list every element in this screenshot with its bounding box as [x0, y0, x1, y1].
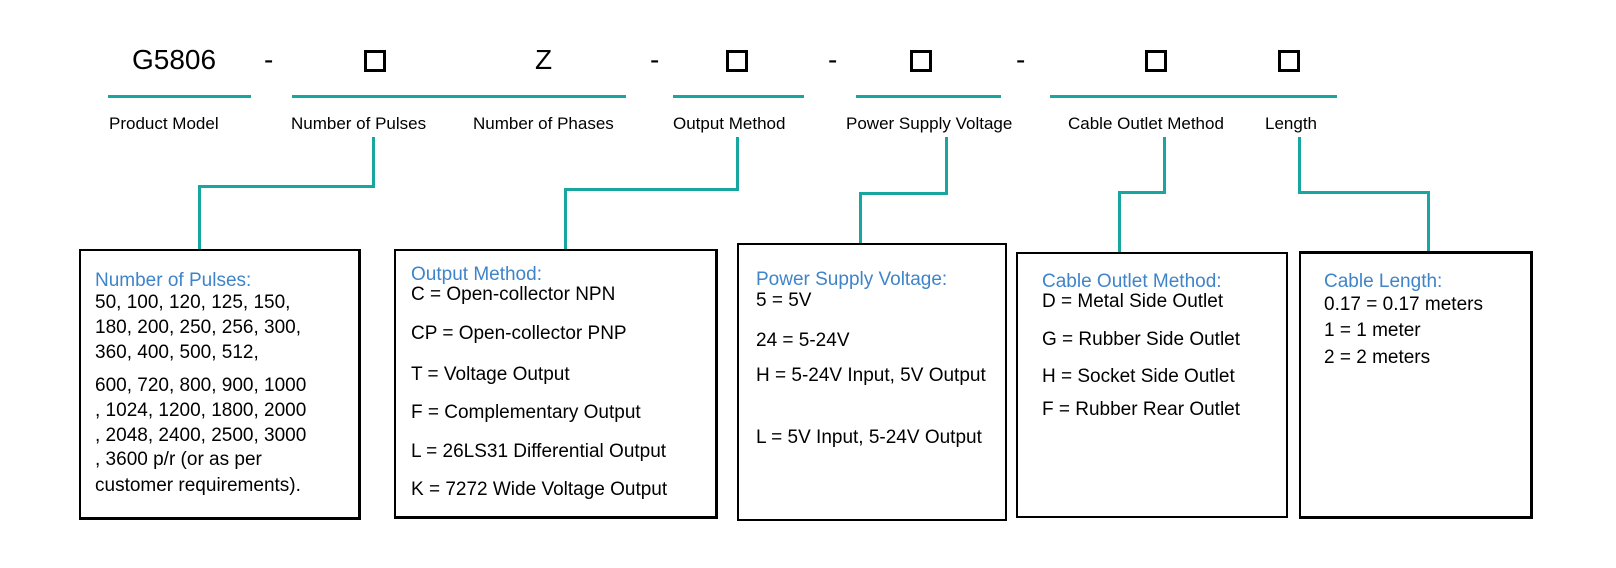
- voltage-option: 5 = 5V: [756, 290, 812, 311]
- output-placeholder-box: [726, 50, 748, 72]
- cable-placeholder-box: [1145, 50, 1167, 72]
- connector-length: [1298, 137, 1301, 194]
- label-length: Length: [1265, 114, 1317, 133]
- underline-cable-length: [1050, 95, 1337, 98]
- output-option: F = Complementary Output: [411, 402, 641, 423]
- pulses-box: Number of Pulses: 50, 100, 120, 125, 150…: [79, 249, 361, 520]
- cable-option: F = Rubber Rear Outlet: [1042, 399, 1241, 420]
- underline-product-model: [108, 95, 251, 98]
- cable-box: Cable Outlet Method: D = Metal Side Outl…: [1016, 252, 1288, 518]
- output-box: Output Method: C = Open-collector NPN CP…: [394, 249, 718, 519]
- voltage-box: Power Supply Voltage: 5 = 5V 24 = 5-24V …: [737, 243, 1007, 521]
- length-option: 1 = 1 meter: [1324, 320, 1421, 341]
- connector-length: [1298, 191, 1430, 194]
- connector-voltage: [859, 192, 948, 195]
- pulses-line: customer requirements).: [95, 475, 301, 496]
- separator-dash: -: [1016, 44, 1026, 75]
- connector-pulses: [372, 137, 375, 187]
- output-option: CP = Open-collector PNP: [411, 323, 627, 344]
- connector-pulses: [198, 185, 375, 188]
- output-option: L = 26LS31 Differential Output: [411, 441, 667, 462]
- output-option: K = 7272 Wide Voltage Output: [411, 479, 668, 500]
- connector-output: [564, 188, 739, 191]
- label-number-of-phases: Number of Phases: [473, 114, 614, 133]
- cable-option: G = Rubber Side Outlet: [1042, 329, 1241, 350]
- separator-dash: -: [650, 44, 660, 75]
- cable-option: D = Metal Side Outlet: [1042, 291, 1224, 312]
- output-option: T = Voltage Output: [411, 364, 570, 385]
- pulses-placeholder-box: [364, 50, 386, 72]
- label-output-method: Output Method: [673, 114, 786, 133]
- phase-code: Z: [535, 44, 553, 75]
- voltage-option: 24 = 5-24V: [756, 330, 850, 351]
- label-power-supply-voltage: Power Supply Voltage: [846, 114, 1013, 133]
- voltage-option: H = 5-24V Input, 5V Output: [756, 365, 986, 386]
- connector-pulses: [198, 185, 201, 250]
- cable-box-title: Cable Outlet Method:: [1042, 271, 1222, 292]
- separator-dash: -: [264, 44, 274, 75]
- connector-voltage: [945, 137, 948, 194]
- length-box: Cable Length: 0.17 = 0.17 meters 1 = 1 m…: [1299, 251, 1533, 519]
- pulses-line: 360, 400, 500, 512,: [95, 342, 259, 363]
- connector-cable: [1163, 137, 1166, 193]
- connector-length: [1427, 191, 1430, 252]
- pulses-line: , 1024, 1200, 1800, 2000: [95, 400, 307, 421]
- connector-cable: [1118, 191, 1121, 253]
- connector-output: [564, 188, 567, 250]
- voltage-box-title: Power Supply Voltage:: [756, 269, 948, 290]
- separator-dash: -: [828, 44, 838, 75]
- label-number-of-pulses: Number of Pulses: [291, 114, 427, 133]
- pulses-line: , 3600 p/r (or as per: [95, 449, 262, 470]
- voltage-placeholder-box: [910, 50, 932, 72]
- pulses-box-title: Number of Pulses:: [95, 270, 252, 291]
- underline-output: [673, 95, 804, 98]
- connector-cable: [1118, 191, 1166, 194]
- underline-voltage: [856, 95, 1001, 98]
- length-box-title: Cable Length:: [1324, 271, 1443, 292]
- product-model-code: G5806: [132, 44, 217, 75]
- output-option: C = Open-collector NPN: [411, 284, 616, 305]
- pulses-line: , 2048, 2400, 2500, 3000: [95, 425, 307, 446]
- connector-output: [736, 137, 739, 190]
- underline-pulses-phases: [292, 95, 626, 98]
- length-option: 0.17 = 0.17 meters: [1324, 294, 1483, 315]
- pulses-line: 600, 720, 800, 900, 1000: [95, 375, 307, 396]
- output-box-title: Output Method:: [411, 264, 542, 285]
- pulses-line: 50, 100, 120, 125, 150,: [95, 292, 291, 313]
- label-product-model: Product Model: [109, 114, 219, 133]
- pulses-line: 180, 200, 250, 256, 300,: [95, 317, 302, 338]
- label-cable-outlet-method: Cable Outlet Method: [1068, 114, 1224, 133]
- voltage-option: L = 5V Input, 5-24V Output: [756, 427, 982, 448]
- length-option: 2 = 2 meters: [1324, 347, 1431, 368]
- connector-voltage: [859, 192, 862, 244]
- cable-option: H = Socket Side Outlet: [1042, 366, 1235, 387]
- length-placeholder-box: [1278, 50, 1300, 72]
